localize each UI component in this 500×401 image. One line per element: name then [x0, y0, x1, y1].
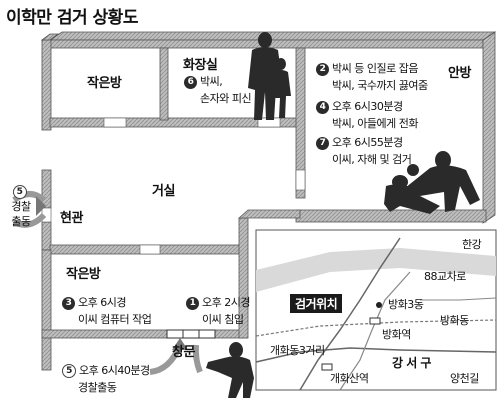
map-label-gaehwasan-station: 개화산역: [330, 372, 369, 385]
room-bathroom: 화장실: [183, 58, 218, 73]
map-label-banghwa-station: 방화역: [382, 328, 411, 341]
room-small-top: 작은방: [87, 76, 122, 91]
map-label-banghwa3dong: 방화3동: [388, 298, 424, 311]
map-label-gaehwadong3: 개화동3거리: [270, 344, 325, 357]
map-label-hangang: 한강: [462, 238, 482, 251]
window-label: 창문: [172, 345, 195, 360]
room-small-bottom: 작은방: [66, 267, 101, 282]
room-living: 거실: [152, 184, 175, 199]
map-label-banghwadong: 방화동: [440, 314, 469, 327]
location-map: [255, 229, 497, 391]
intruder-silhouette: [206, 342, 254, 398]
capture-location-badge: 검거위치: [290, 294, 343, 313]
police-arrow-window: [149, 338, 203, 375]
event-5-police-entrance: 5 경찰 출동: [11, 185, 31, 228]
room-entrance: 현관: [60, 211, 83, 226]
arrest-silhouette: [384, 151, 480, 214]
map-label-88-intersection: 88교차로: [424, 270, 466, 283]
room-main: 안방: [448, 66, 471, 81]
diagram-title: 이학만 검거 상황도: [6, 8, 138, 28]
map-label-gangseo-gu: 강 서 구: [392, 356, 431, 370]
map-label-yangcheon-gil: 양천길: [450, 372, 479, 385]
grandmother-child-silhouette: [248, 32, 291, 120]
window-shape: [166, 329, 216, 339]
walls: [40, 31, 497, 371]
